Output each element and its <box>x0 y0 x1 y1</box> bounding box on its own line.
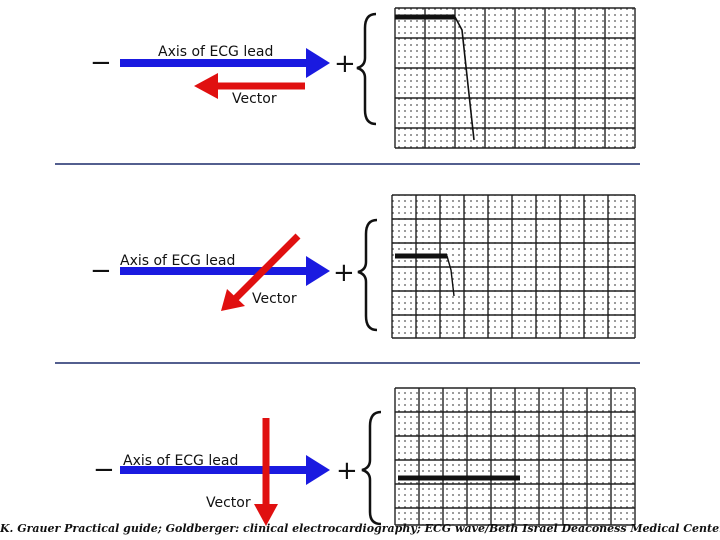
lead-axis-arrowhead <box>306 256 330 286</box>
vector-label: Vector <box>206 495 251 511</box>
panel-2: − Axis of ECG lead + Vector <box>90 194 636 339</box>
vector-label: Vector <box>252 291 297 307</box>
negative-pole-label: − <box>90 48 112 78</box>
ecg-trace-deflection <box>446 255 455 297</box>
vector-label: Vector <box>232 91 277 107</box>
ecg-grid <box>394 387 636 526</box>
negative-pole-label: − <box>93 455 115 485</box>
source-caption: K. Grauer Practical guide; Goldberger: c… <box>0 522 720 535</box>
vector-arrowhead <box>194 73 218 99</box>
vector-arrowhead <box>221 289 245 311</box>
lead-axis-label: Axis of ECG lead <box>120 253 235 269</box>
ecg-grid <box>391 194 636 339</box>
lead-axis-label: Axis of ECG lead <box>123 453 238 469</box>
ecg-trace-deflection <box>454 16 475 141</box>
panel-3: − Axis of ECG lead + Vector <box>93 387 636 526</box>
brace <box>361 410 382 526</box>
lead-axis-arrowhead <box>306 455 330 485</box>
panel-1: − Axis of ECG lead + Vector <box>90 7 636 149</box>
brace <box>356 12 377 126</box>
positive-pole-label: + <box>333 258 355 288</box>
lead-axis-label: Axis of ECG lead <box>158 44 273 60</box>
vector-arrowhead <box>254 504 278 526</box>
brace <box>357 218 378 332</box>
vector-arrow-shaft <box>233 233 301 301</box>
ecg-grid <box>394 7 636 149</box>
positive-pole-label: + <box>336 456 358 486</box>
lead-axis-arrowhead <box>306 48 330 78</box>
positive-pole-label: + <box>334 49 356 79</box>
negative-pole-label: − <box>90 256 112 286</box>
